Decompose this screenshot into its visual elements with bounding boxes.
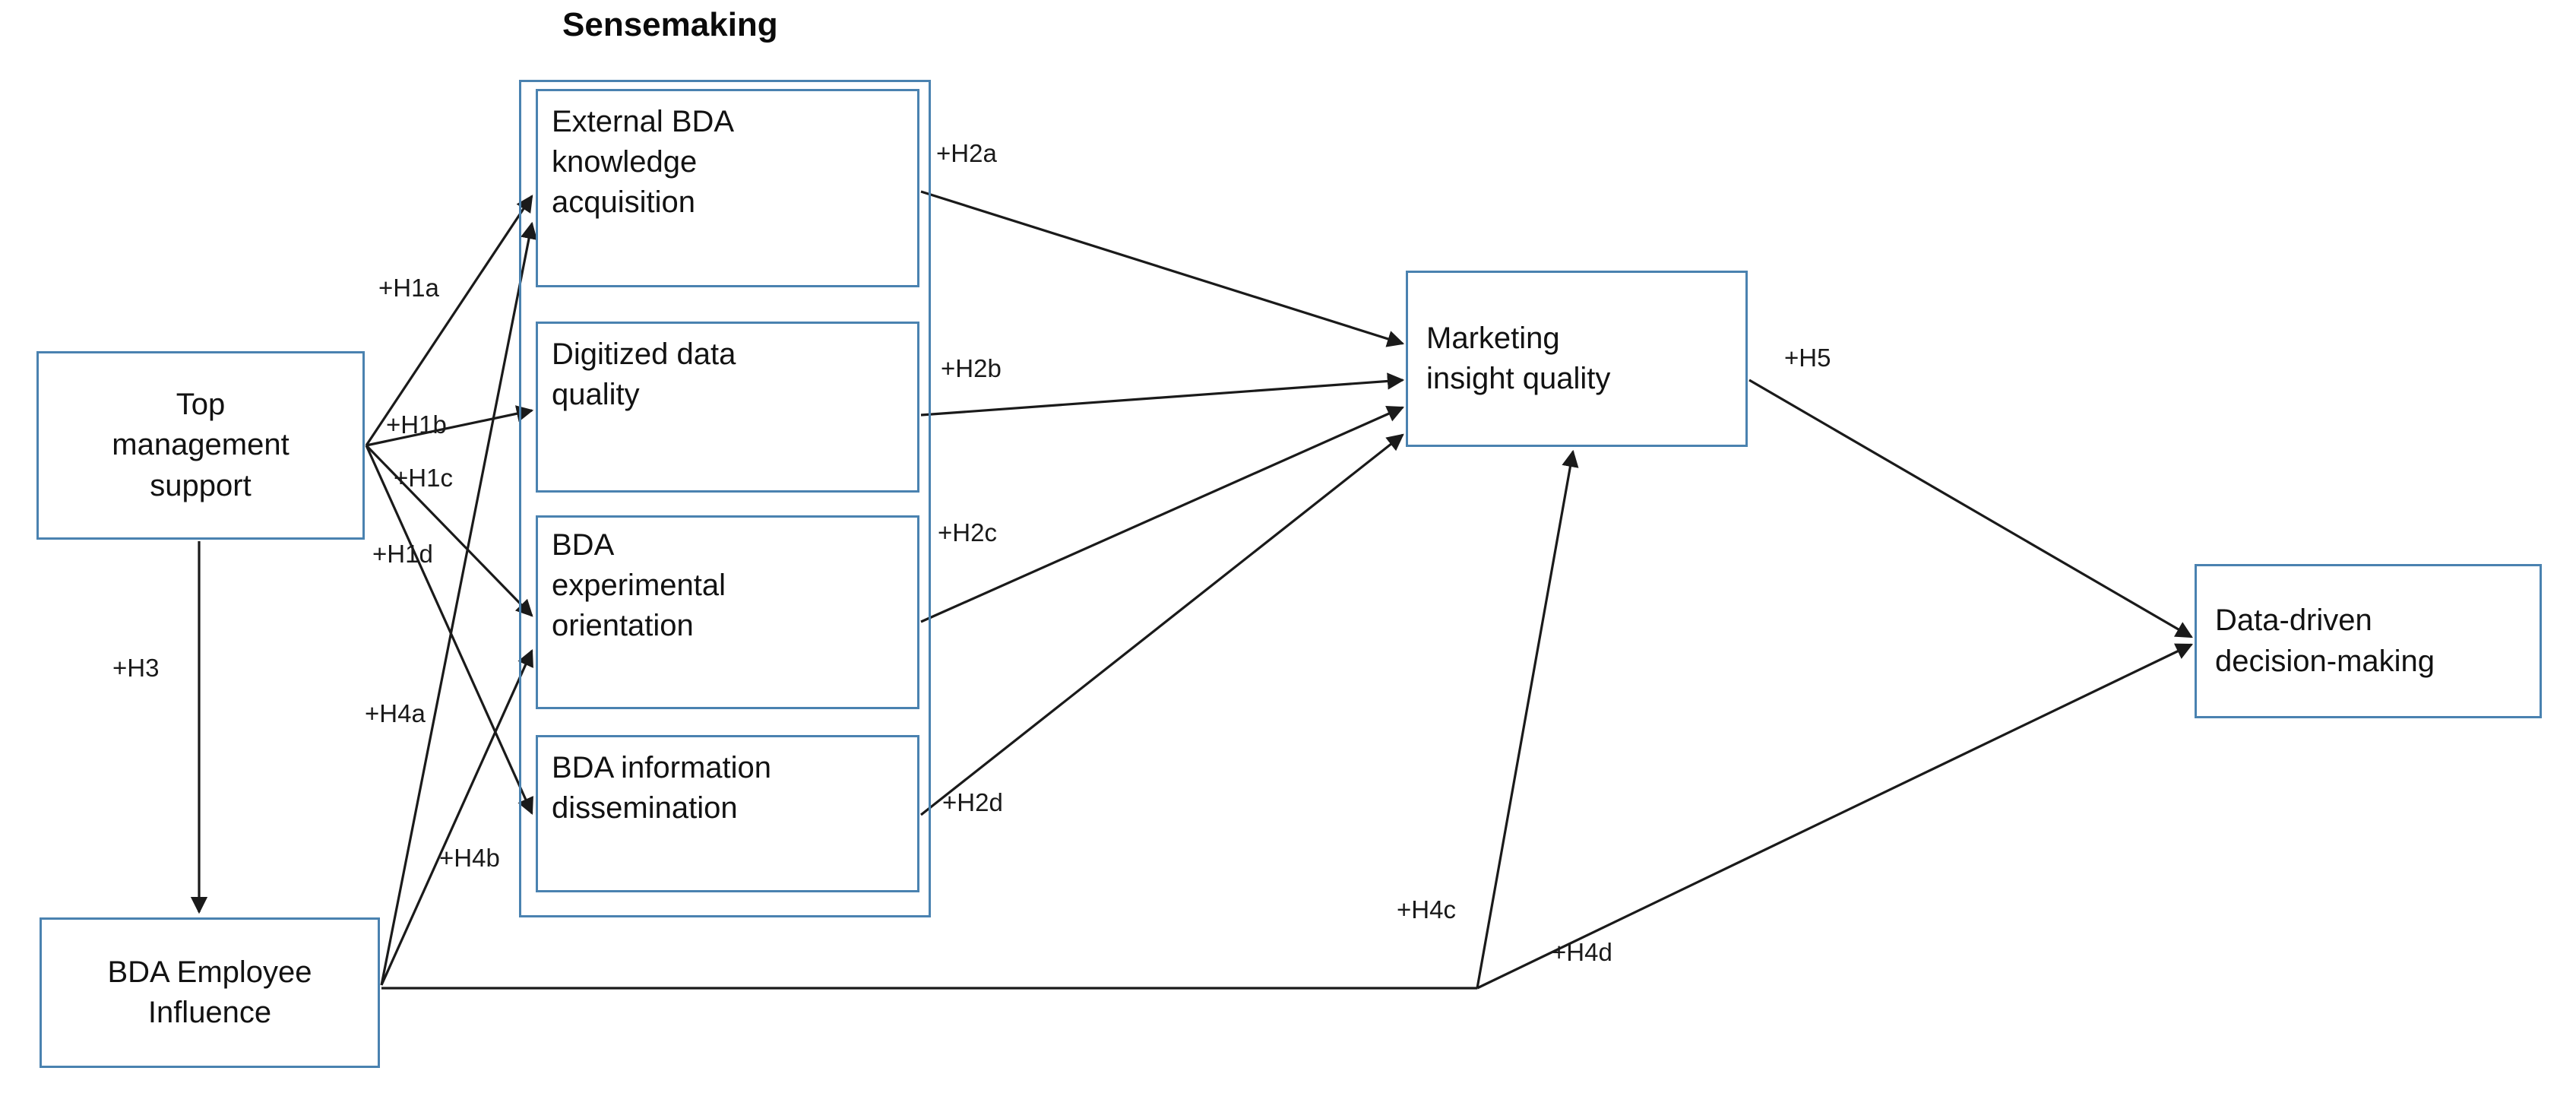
edge-label-h1b: +H1b — [386, 410, 447, 439]
edge-h2c — [920, 405, 1405, 623]
node-bda-information-dissemination-label: BDA information dissemination — [552, 751, 772, 825]
node-bda-experimental-orientation-label: BDA experimental orientation — [552, 528, 726, 643]
edge-label-h4b: +H4b — [439, 844, 500, 872]
edge-h1a — [365, 195, 533, 446]
edge-label-h4a: +H4a — [365, 699, 426, 727]
node-digitized-data-quality[interactable]: Digitized data quality — [536, 322, 919, 493]
node-top-management-support-label: Top management support — [112, 388, 290, 502]
node-marketing-insight-quality-label: Marketing insight quality — [1426, 321, 1611, 395]
edge-label-h1c: +H1c — [394, 464, 453, 492]
edge-label-h2a: +H2a — [936, 139, 997, 167]
edge-label-h3: +H3 — [112, 654, 160, 682]
node-bda-employee-influence-label: BDA Employee Influence — [107, 955, 312, 1029]
edge-label-h4d: +H4d — [1552, 938, 1612, 966]
edge-h2b — [920, 372, 1405, 417]
node-data-driven-decision-making-label: Data-driven decision-making — [2215, 604, 2435, 678]
edge-h2d — [920, 433, 1404, 816]
edge-h1d — [365, 445, 533, 816]
node-bda-experimental-orientation[interactable]: BDA experimental orientation — [536, 515, 919, 709]
edge-label-h2b: +H2b — [941, 354, 1002, 382]
node-data-driven-decision-making[interactable]: Data-driven decision-making — [2195, 564, 2542, 718]
edge-label-h5: +H5 — [1784, 344, 1831, 372]
node-digitized-data-quality-label: Digitized data quality — [552, 337, 736, 412]
edge-h5 — [1748, 379, 2193, 638]
edge-h4d — [1476, 643, 2194, 990]
edge-label-h1d: +H1d — [372, 540, 433, 568]
node-bda-employee-influence[interactable]: BDA Employee Influence — [40, 917, 380, 1068]
edge-label-h2c: +H2c — [938, 518, 997, 547]
edge-label-h4c: +H4c — [1397, 895, 1456, 924]
node-external-bda-knowledge-acquisition-label: External BDA knowledge acquisition — [552, 105, 735, 220]
node-bda-information-dissemination[interactable]: BDA information dissemination — [536, 735, 919, 892]
edge-h2a — [920, 190, 1405, 347]
node-top-management-support[interactable]: Top management support — [36, 351, 365, 540]
edge-h4c — [1476, 449, 1579, 989]
node-marketing-insight-quality[interactable]: Marketing insight quality — [1406, 271, 1748, 447]
sensemaking-group-box — [519, 80, 931, 917]
edge-label-h2d: +H2d — [942, 788, 1003, 816]
node-external-bda-knowledge-acquisition[interactable]: External BDA knowledge acquisition — [536, 89, 919, 287]
edge-label-h1a: +H1a — [378, 274, 439, 302]
sensemaking-group-title: Sensemaking — [562, 6, 778, 43]
